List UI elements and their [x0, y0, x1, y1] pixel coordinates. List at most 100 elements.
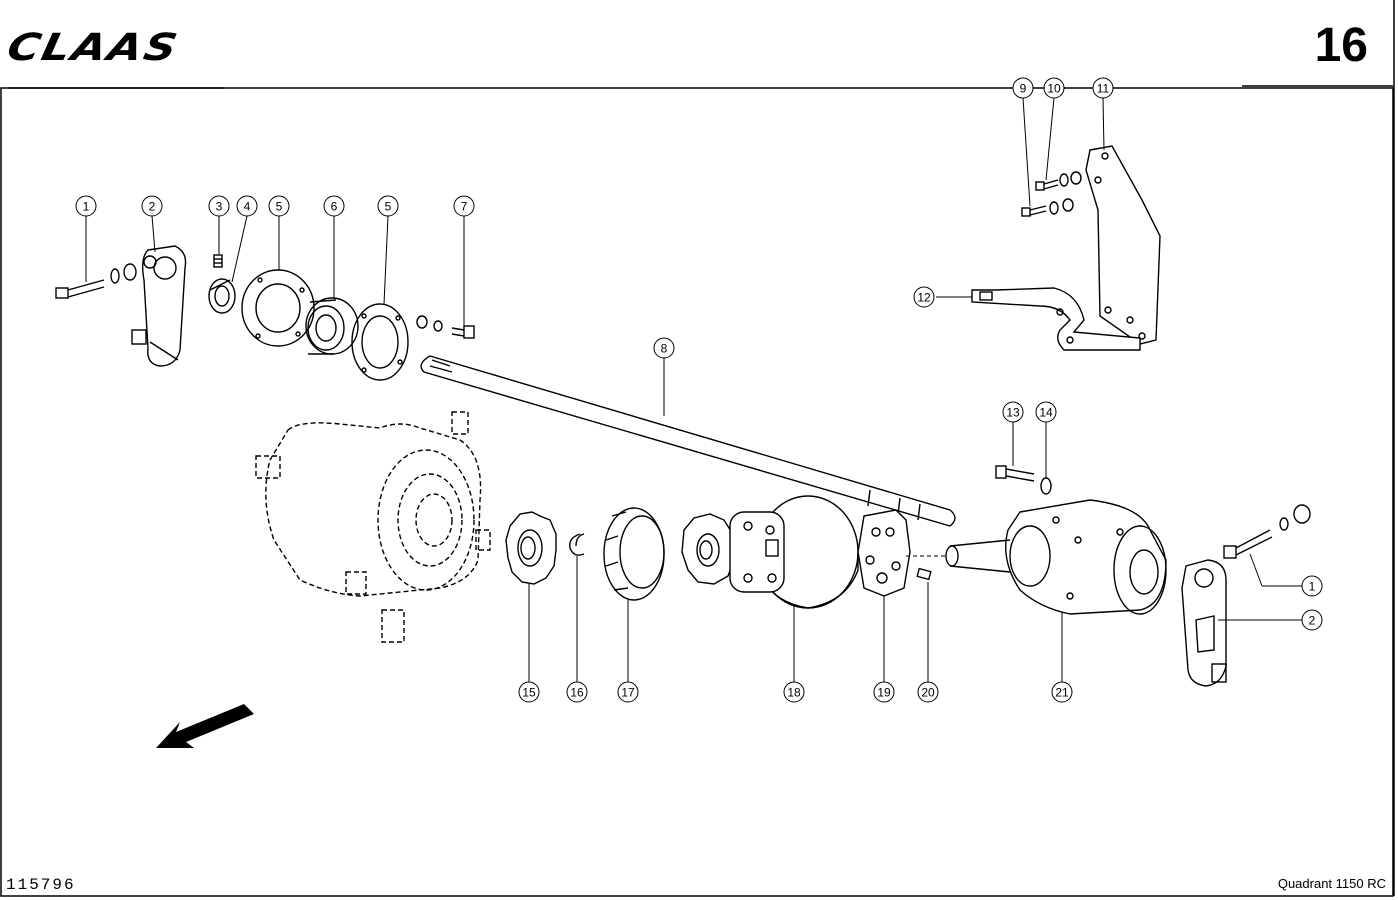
callout-circle — [1043, 77, 1065, 99]
callout-circle — [873, 681, 895, 703]
page-number: 16 — [1314, 19, 1368, 72]
callout-c13: 13 — [1002, 401, 1024, 423]
sprocket-part-15 — [505, 511, 557, 585]
bushing-part-4 — [208, 278, 236, 314]
callout-c15: 15 — [518, 681, 540, 703]
callout-circle — [917, 681, 939, 703]
callout-c1b: 1 — [1301, 575, 1323, 597]
callout-c18: 18 — [783, 681, 805, 703]
callout-c12: 12 — [913, 286, 935, 308]
callout-circle — [1002, 401, 1024, 423]
bolt-part-1-right — [1223, 504, 1311, 559]
callout-circle — [617, 681, 639, 703]
washer-part-14 — [1040, 477, 1052, 495]
leader-lines — [85, 97, 1302, 682]
callout-c4: 4 — [236, 195, 258, 217]
callout-c21: 21 — [1051, 681, 1073, 703]
callout-circle — [141, 195, 163, 217]
callout-label: 5 — [385, 200, 392, 214]
callout-label: 11 — [1097, 82, 1110, 96]
drawing-number: 115796 — [6, 876, 76, 894]
callout-label: 17 — [621, 686, 635, 700]
callout-c6: 6 — [323, 195, 345, 217]
callout-circle — [653, 337, 675, 359]
callout-circle — [1092, 77, 1114, 99]
callout-c8: 8 — [653, 337, 675, 359]
callout-c3: 3 — [208, 195, 230, 217]
bearing-part-6 — [305, 297, 359, 355]
brand-logo: CLAAS — [3, 25, 183, 70]
lever-part-2-left — [131, 245, 187, 367]
callout-circle — [1051, 681, 1073, 703]
sprocket-small — [681, 513, 735, 585]
callout-circle — [323, 195, 345, 217]
gearbox-housing-outline — [255, 411, 491, 643]
callout-c19: 19 — [873, 681, 895, 703]
model-name: Quadrant 1150 RC — [1277, 876, 1386, 891]
plate-part-12 — [971, 287, 1141, 351]
callout-circle — [1301, 609, 1323, 631]
callout-label: 3 — [216, 200, 223, 214]
callout-circle — [377, 195, 399, 217]
callout-label: 15 — [522, 686, 536, 700]
callout-c2a: 2 — [141, 195, 163, 217]
callout-label: 1 — [83, 200, 90, 214]
callout-c14: 14 — [1035, 401, 1057, 423]
callout-label: 10 — [1047, 82, 1061, 96]
callout-circle — [208, 195, 230, 217]
callout-label: 5 — [276, 200, 283, 214]
flange-part-5-left — [241, 269, 315, 347]
callout-c17: 17 — [617, 681, 639, 703]
roller-ring-part-17 — [603, 507, 665, 601]
callout-c20: 20 — [917, 681, 939, 703]
bolt-part-10 — [1035, 171, 1082, 191]
grease-nipple-part-3 — [213, 254, 223, 268]
callout-label: 13 — [1006, 406, 1020, 420]
callout-label: 19 — [877, 686, 891, 700]
callout-c1a: 1 — [75, 195, 97, 217]
callout-circle — [1012, 77, 1034, 99]
drive-shaft-part-8 — [420, 355, 956, 527]
callout-circle — [1035, 401, 1057, 423]
callout-circle — [518, 681, 540, 703]
callout-label: 2 — [1309, 614, 1316, 628]
bolt-part-9 — [1021, 198, 1074, 217]
callout-circle — [1301, 575, 1323, 597]
callout-label: 9 — [1020, 82, 1027, 96]
callout-c5a: 5 — [268, 195, 290, 217]
callout-label: 8 — [661, 342, 668, 356]
bolt-part-1-left — [55, 263, 137, 299]
callout-c5b: 5 — [377, 195, 399, 217]
callout-circle — [783, 681, 805, 703]
callout-circle — [268, 195, 290, 217]
bolt-part-13 — [995, 465, 1035, 482]
callout-circle — [236, 195, 258, 217]
callout-c2b: 2 — [1301, 609, 1323, 631]
callout-c10: 10 — [1043, 77, 1065, 99]
callout-label: 2 — [149, 200, 156, 214]
callout-circle — [913, 286, 935, 308]
circlip-part-16 — [569, 533, 585, 556]
callout-label: 16 — [570, 686, 584, 700]
callout-label: 18 — [787, 686, 801, 700]
callout-c9: 9 — [1012, 77, 1034, 99]
callout-label: 1 — [1309, 580, 1316, 594]
callout-label: 12 — [917, 291, 931, 305]
callout-label: 4 — [244, 200, 251, 214]
callout-circle — [453, 195, 475, 217]
clutch-hub-part-18 — [729, 495, 859, 609]
lever-part-2-right — [1181, 559, 1227, 687]
callout-c11: 11 — [1092, 77, 1114, 99]
gearbox-part-21 — [945, 499, 1167, 615]
bolt-part-7 — [416, 315, 475, 339]
callout-c16: 16 — [566, 681, 588, 703]
callout-label: 20 — [921, 686, 935, 700]
callout-circle — [566, 681, 588, 703]
cam-plate-part-19 — [857, 509, 911, 597]
pin-part-20 — [916, 567, 932, 581]
page-border — [0, 87, 1394, 897]
callout-label: 21 — [1055, 686, 1069, 700]
callout-label: 14 — [1039, 406, 1053, 420]
